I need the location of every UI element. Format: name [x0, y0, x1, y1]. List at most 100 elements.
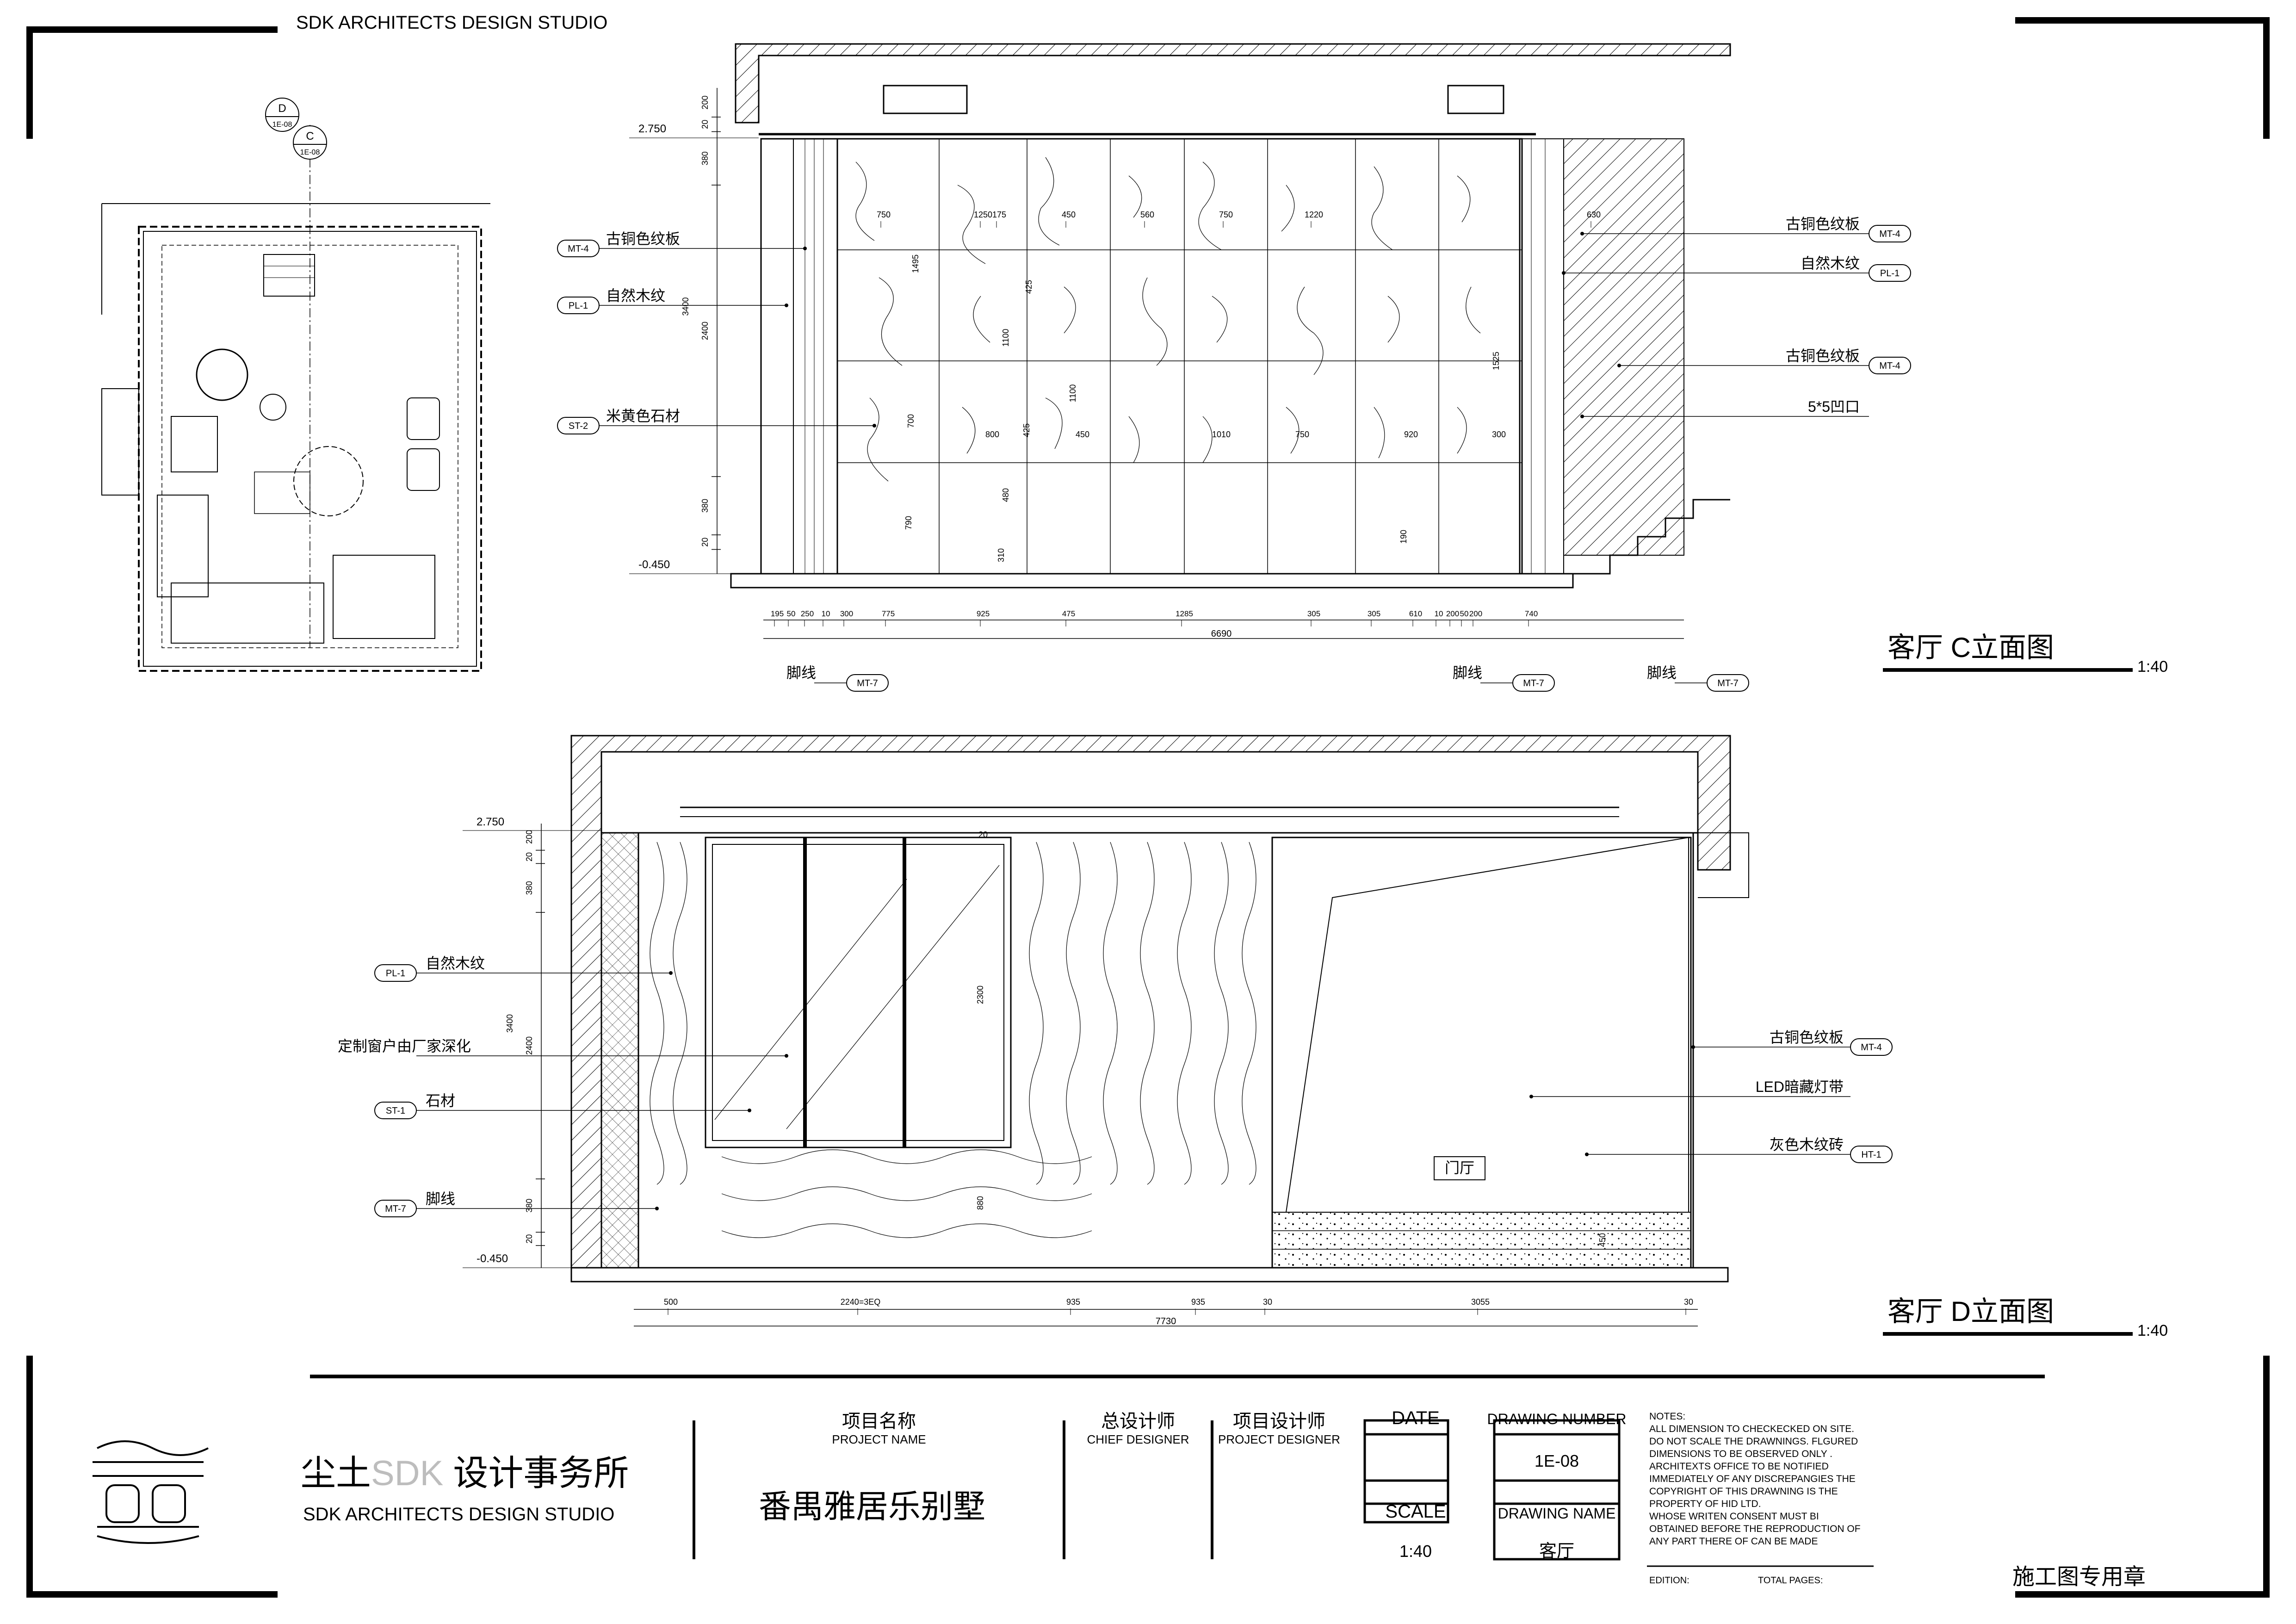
material-tag: PL-1 — [569, 301, 588, 311]
title-block: 尘土SDK 设计事务所 SDK ARCHITECTS DESIGN STUDIO… — [93, 1375, 2146, 1589]
scale-value: 1:40 — [1399, 1542, 1432, 1561]
leader-dot — [803, 247, 807, 250]
elev-d-total: 7730 — [1156, 1316, 1176, 1326]
section-mark-c: C 1E-08 — [293, 125, 327, 160]
leader-dot — [785, 304, 788, 307]
company-cn-c: 设计事务所 — [443, 1454, 629, 1493]
horizontal-dim-label: 560 — [1140, 210, 1154, 219]
drawing-name-value: 客厅 — [1539, 1542, 1574, 1561]
leader-dot — [1529, 1095, 1533, 1098]
material-label: 石材 — [426, 1092, 455, 1109]
elev-c-scale: 1:40 — [2137, 658, 2168, 676]
horizontal-dim-label: 305 — [1307, 609, 1320, 618]
inner-dim-label: 480 — [1001, 488, 1010, 502]
vertical-dim-label: 380 — [525, 1199, 534, 1213]
horizontal-dim-label: 10 — [822, 609, 830, 618]
inner-dim-label: 450 — [1598, 1233, 1607, 1247]
material-label: 自然木纹 — [426, 955, 485, 972]
leader-dot — [669, 971, 673, 975]
project-name-en: PROJECT NAME — [832, 1432, 926, 1446]
vertical-dim-label: 3400 — [681, 297, 690, 316]
note-line: WHOSE WRITEN CONSENT MUST BI — [1649, 1511, 1819, 1522]
horizontal-dim-label: 1250 — [974, 210, 992, 219]
inner-dim-label: 1100 — [1068, 384, 1077, 403]
inner-dim-label: 425 — [1024, 280, 1034, 294]
vertical-dim-label: 20 — [700, 538, 710, 547]
horizontal-dim-label: 300 — [840, 609, 853, 618]
vertical-dim-label: 3400 — [505, 1014, 514, 1033]
elev-c-level-bottom: -0.450 — [638, 558, 670, 571]
elev-c-title: 客厅 C立面图 — [1888, 632, 2054, 663]
material-label: 古铜色纹板 — [1786, 347, 1860, 364]
note-line: COPYRIGHT OF THIS DRAWNING IS THE — [1649, 1486, 1838, 1497]
inner-dim-label: 700 — [906, 414, 916, 428]
material-tag: MT-4 — [568, 244, 589, 254]
horizontal-dim-label: 475 — [1062, 609, 1075, 618]
elev-d-scale: 1:40 — [2137, 1322, 2168, 1339]
edition-label: EDITION: — [1649, 1575, 1690, 1586]
inner-dim-label: 450 — [1076, 430, 1089, 439]
material-tag: HT-1 — [1861, 1150, 1881, 1160]
vertical-dim-label: 200 — [525, 830, 534, 844]
material-tag: ST-1 — [386, 1106, 405, 1116]
horizontal-dim-label: 3055 — [1471, 1297, 1490, 1307]
horizontal-dim-label: 30 — [1684, 1297, 1693, 1307]
vertical-dim-label: 2400 — [700, 322, 710, 340]
inner-dim-label: 310 — [996, 548, 1006, 562]
horizontal-dim-label: 500 — [664, 1297, 678, 1307]
notes-block: NOTES:ALL DIMENSION TO CHECKECKED ON SIT… — [1649, 1411, 1861, 1547]
material-label: 脚线 — [786, 664, 816, 681]
note-line: ARCHITEXTS OFFICE TO BE NOTIFIED — [1649, 1461, 1829, 1472]
leader-dot — [1585, 1153, 1589, 1156]
stamp-label: 施工图专用章 — [2012, 1565, 2146, 1589]
elev-c-total: 6690 — [1211, 629, 1232, 639]
note-line: PROPERTY OF HID LTD. — [1649, 1499, 1761, 1509]
material-label: LED暗藏灯带 — [1756, 1079, 1844, 1095]
inner-dim-label: 790 — [904, 516, 913, 530]
vertical-dim-label: 2400 — [525, 1036, 534, 1055]
project-name-cn: 项目名称 — [842, 1411, 916, 1432]
material-tag: PL-1 — [1880, 268, 1900, 279]
studio-logo-icon — [93, 1440, 209, 1544]
vertical-dim-label: 20 — [525, 1234, 534, 1244]
material-label: 定制窗户由厂家深化 — [338, 1038, 471, 1054]
material-label: 灰色木纹砖 — [1770, 1136, 1844, 1153]
horizontal-dim-label: 50 — [787, 609, 796, 618]
leader-dot — [1617, 364, 1621, 367]
horizontal-dim-label: 175 — [992, 210, 1006, 219]
elev-d-title: 客厅 D立面图 — [1888, 1296, 2054, 1327]
material-tag: MT-7 — [385, 1204, 406, 1214]
horizontal-dim-label: 195 — [771, 609, 784, 618]
leader-dot — [655, 1207, 659, 1210]
date-label: DATE — [1392, 1408, 1440, 1428]
horizontal-dim-label: 750 — [1219, 210, 1233, 219]
drawing-number-value: 1E-08 — [1535, 1451, 1579, 1470]
elev-d-door-label: 门厅 — [1445, 1159, 1474, 1176]
inner-dim-label: 190 — [1399, 530, 1408, 544]
inner-dim-label: 425 — [1022, 423, 1031, 437]
leader-dot — [1580, 415, 1584, 418]
inner-dim-label: 300 — [1492, 430, 1506, 439]
vertical-dim-label: 200 — [700, 95, 710, 109]
horizontal-dim-label: 1285 — [1176, 609, 1193, 618]
inner-dim-label: 20 — [978, 830, 988, 839]
project-designer-cn: 项目设计师 — [1233, 1411, 1325, 1432]
material-tag: ST-2 — [569, 421, 588, 431]
horizontal-dim-label: 2240=3EQ — [841, 1297, 881, 1307]
leader-dot — [748, 1109, 751, 1112]
material-label: 古铜色纹板 — [1770, 1029, 1844, 1046]
inner-dim-label: 880 — [976, 1196, 985, 1210]
inner-dim-label: 800 — [985, 430, 999, 439]
company-cn: 尘土SDK 设计事务所 — [301, 1454, 629, 1493]
elev-d-level-bottom: -0.450 — [477, 1252, 508, 1265]
